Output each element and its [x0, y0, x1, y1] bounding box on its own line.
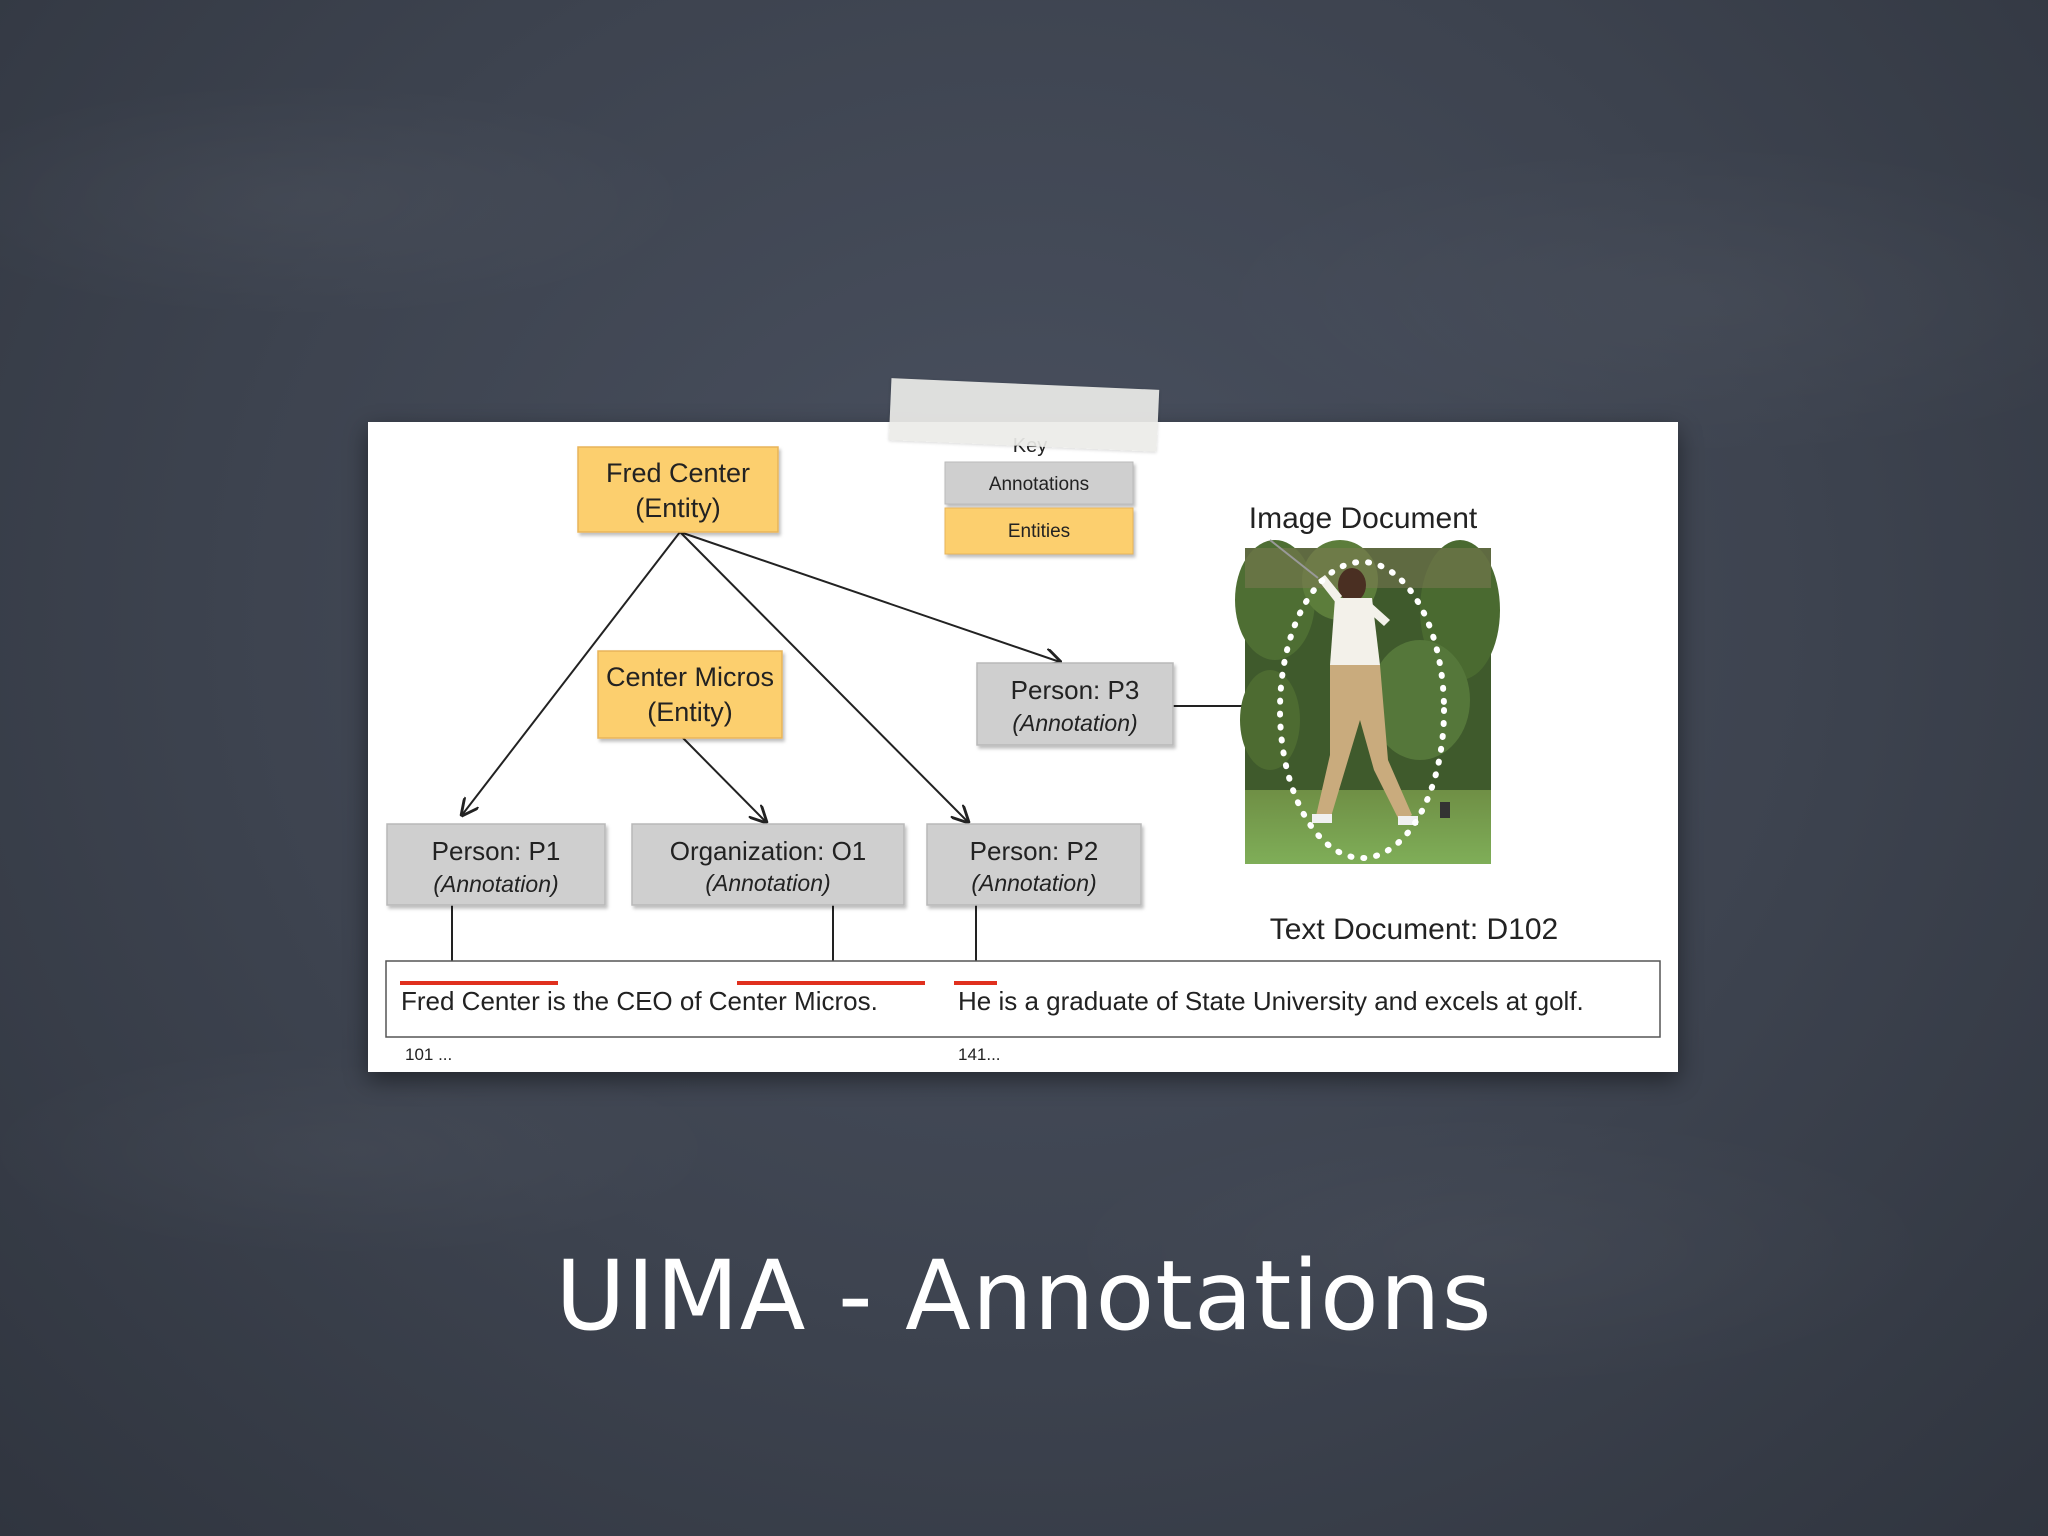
- entity-fred-center: [577, 446, 779, 533]
- entity-center-micros-name: Center Micros: [606, 662, 774, 692]
- text-document-label: Text Document: D102: [1270, 913, 1558, 946]
- text-offset-141: 141...: [958, 1045, 1001, 1064]
- text-document-sentence-2: He is a graduate of State University and…: [958, 986, 1584, 1016]
- arrow-fred-to-p1: [462, 531, 681, 815]
- annotation-p1-name: Person: P1: [432, 836, 561, 866]
- annotation-o1-name: Organization: O1: [670, 836, 867, 866]
- legend-entities-swatch: [944, 507, 1134, 555]
- arrow-fred-to-p2: [679, 531, 968, 822]
- annotation-p2-type: (Annotation): [971, 870, 1096, 896]
- text-document-box: [385, 960, 1661, 1038]
- golfer-photo: [1235, 539, 1500, 864]
- entity-center-micros-type: (Entity): [647, 697, 733, 727]
- slide-title: UIMA - Annotations: [555, 1240, 1493, 1352]
- annotation-p3-type: (Annotation): [1012, 710, 1137, 736]
- legend-annotations-label: Annotations: [989, 474, 1089, 495]
- tape-strip: [888, 378, 1160, 452]
- text-offset-101: 101 ...: [405, 1045, 452, 1064]
- annotation-o1-type: (Annotation): [705, 870, 830, 896]
- entity-fred-center-name: Fred Center: [606, 458, 750, 488]
- annotation-organization-o1: [631, 823, 905, 906]
- legend: Key Annotations Entities: [944, 435, 1134, 555]
- image-document-label: Image Document: [1249, 502, 1478, 535]
- entity-center-micros: [597, 650, 783, 739]
- annotation-person-p3: [976, 662, 1174, 746]
- annotation-person-p2: [926, 823, 1142, 906]
- annotation-p1-type: (Annotation): [433, 871, 558, 897]
- entity-fred-center-type: (Entity): [635, 493, 721, 523]
- arrow-fred-to-p3: [679, 531, 1060, 662]
- legend-entities-label: Entities: [1008, 521, 1070, 542]
- annotation-p2-name: Person: P2: [970, 836, 1099, 866]
- annotation-person-p1: [386, 823, 606, 906]
- annotation-p3-name: Person: P3: [1011, 675, 1140, 705]
- arrow-micros-to-o1: [682, 737, 766, 822]
- text-document-sentence-1: Fred Center is the CEO of Center Micros.: [401, 986, 878, 1016]
- legend-annotations-swatch: [944, 461, 1134, 505]
